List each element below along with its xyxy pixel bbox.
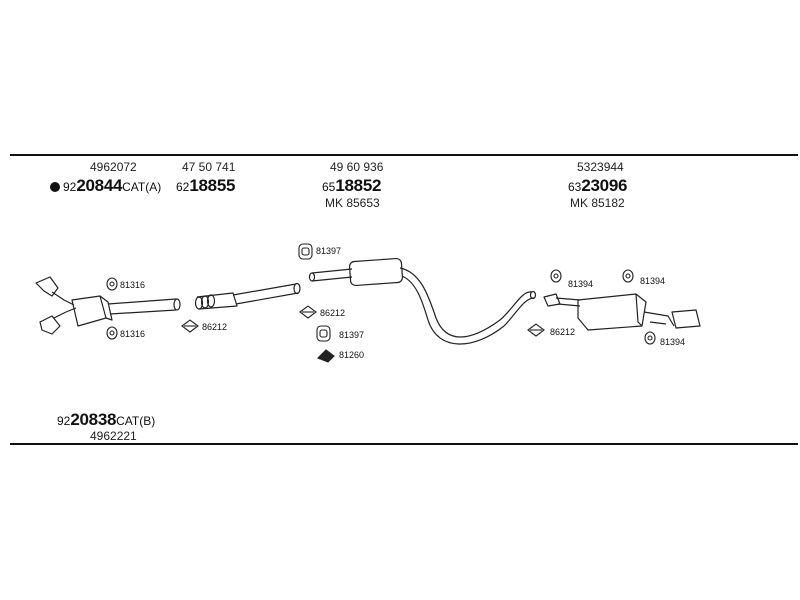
intermediate-pipe[interactable] (194, 282, 301, 310)
front-downpipe-with-catalyst[interactable] (35, 276, 181, 335)
hardware-label: 81397 (339, 330, 365, 340)
hardware-label: 86212 (320, 308, 346, 318)
hardware-label: 81394 (660, 337, 686, 347)
part-number-bottom[interactable]: 9220838CAT(B) (57, 410, 156, 429)
rubber-mount-icon (106, 326, 118, 340)
clamp-icon (299, 305, 317, 319)
part-code-bottom: 4962221 (90, 429, 137, 443)
top-divider (10, 154, 798, 156)
part-mk-4: MK 85182 (570, 196, 625, 210)
hardware-label: 86212 (202, 322, 228, 332)
part-code-1: 4962072 (90, 160, 137, 174)
part-number-2[interactable]: 6218855 (176, 176, 236, 195)
part-code-4: 5323944 (577, 160, 624, 174)
clamp-icon (527, 323, 545, 337)
hardware-label: 81397 (316, 246, 342, 256)
part-number-4[interactable]: 6323096 (568, 176, 628, 195)
hanger-icon (298, 243, 313, 260)
rear-silencer[interactable] (543, 293, 701, 331)
hanger-icon (316, 325, 331, 342)
hardware-label: 81394 (568, 279, 594, 289)
hardware-label: 81316 (120, 329, 146, 339)
rubber-mount-icon (622, 269, 634, 283)
rubber-mount-icon (550, 269, 562, 283)
rubber-mount-icon (644, 331, 656, 345)
part-code-3: 49 60 936 (330, 160, 384, 174)
part-number-3[interactable]: 6518852 (322, 176, 382, 195)
rubber-mount-icon (106, 277, 118, 291)
part-number-1[interactable]: 9220844CAT(A) (50, 177, 161, 196)
hardware-label: 81316 (120, 280, 146, 290)
hardware-label: 81394 (640, 276, 666, 286)
bracket-icon (317, 349, 335, 363)
hardware-label: 86212 (550, 327, 576, 337)
hardware-label: 81260 (339, 350, 365, 360)
bullet-icon (50, 182, 60, 192)
part-code-2: 47 50 741 (182, 160, 236, 174)
clamp-icon (181, 319, 199, 333)
centre-silencer[interactable] (308, 257, 537, 345)
part-mk-3: MK 85653 (325, 196, 380, 210)
bottom-divider (10, 443, 798, 445)
